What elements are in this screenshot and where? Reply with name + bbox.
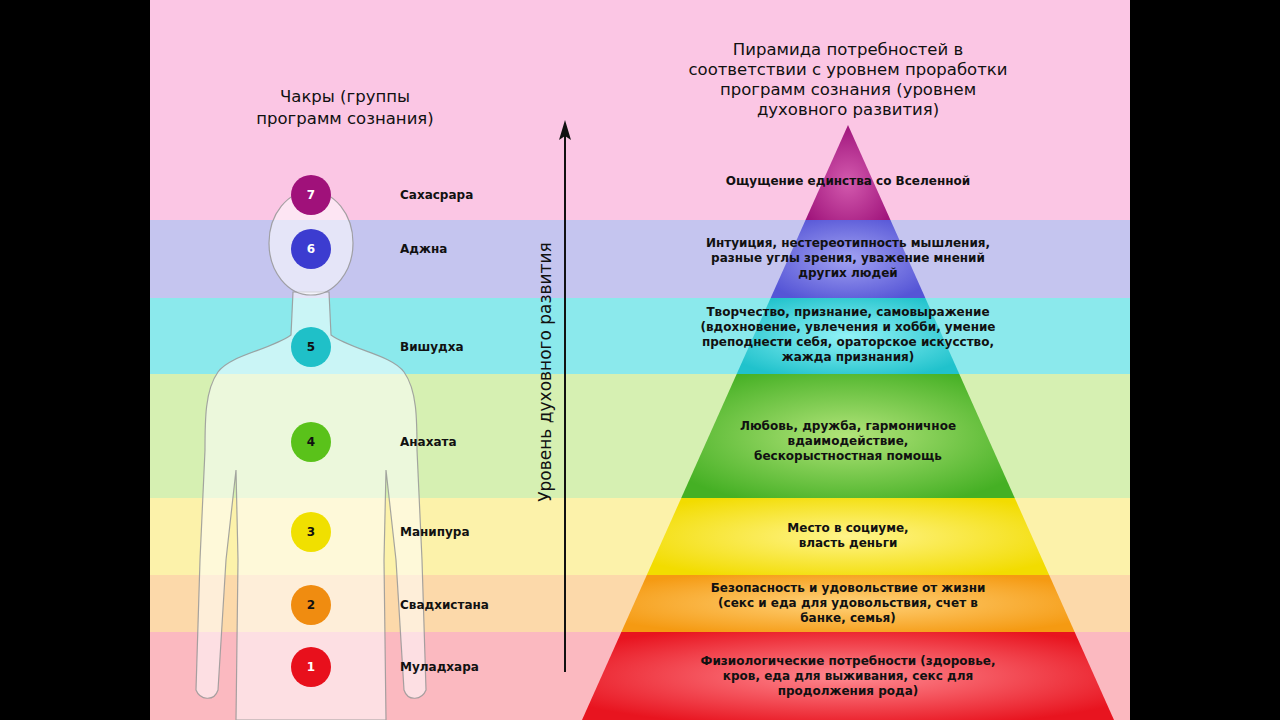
chakra-name: Вишудха xyxy=(400,340,464,354)
chakra-circle: 6Аджна xyxy=(291,229,331,269)
need-text: Место в социуме, власть деньги xyxy=(773,521,923,551)
pyramid-segment xyxy=(681,374,1015,498)
chakra-name: Аджна xyxy=(400,242,447,256)
pyramid-level: Интуиция, нестереотипность мышления, раз… xyxy=(582,220,1114,298)
chakra-name: Манипура xyxy=(400,525,470,539)
side-bar xyxy=(1130,0,1280,720)
chakra-number: 7 xyxy=(291,175,331,215)
pyramid-segment xyxy=(582,632,1114,720)
chakra-circle: 1Муладхара xyxy=(291,647,331,687)
need-text: Безопасность и удовольствие от жизни (се… xyxy=(698,581,998,626)
pyramid-segment xyxy=(806,125,891,220)
chakra-number: 3 xyxy=(291,512,331,552)
need-text: Физиологические потребности (здоровье, к… xyxy=(698,654,998,699)
chakra-number: 1 xyxy=(291,647,331,687)
chakra-name: Муладхара xyxy=(400,660,479,674)
chakra-circle: 7Сахасрара xyxy=(291,175,331,215)
side-bar xyxy=(0,0,150,720)
pyramid-level: Физиологические потребности (здоровье, к… xyxy=(582,632,1114,720)
pyramid-level: Место в социуме, власть деньги xyxy=(582,498,1114,575)
body-outline xyxy=(196,292,426,720)
chakra-name: Свадхистана xyxy=(400,598,489,612)
chakra-name: Анахата xyxy=(400,435,457,449)
pyramid-level: Творчество, признание, самовыражение (вд… xyxy=(582,298,1114,374)
column-title: Пирамида потребностей в соответствии с у… xyxy=(683,40,1013,120)
pyramid-level: Любовь, дружба, гармоничное вдаимодейств… xyxy=(582,374,1114,498)
chakra-number: 4 xyxy=(291,422,331,462)
arrow-head xyxy=(559,120,571,140)
pyramid-level: Ощущение единства со Вселенной xyxy=(582,125,1114,220)
pyramid-level: Безопасность и удовольствие от жизни (се… xyxy=(582,575,1114,632)
band xyxy=(150,0,1130,220)
chakra-circle: 2Свадхистана xyxy=(291,585,331,625)
chakra-number: 6 xyxy=(291,229,331,269)
pyramid-segment xyxy=(647,498,1049,575)
chakra-number: 2 xyxy=(291,585,331,625)
arrow-shaft xyxy=(564,132,566,672)
chakra-circle: 3Манипура xyxy=(291,512,331,552)
level-arrow xyxy=(559,120,571,672)
need-text: Ощущение единства со Вселенной xyxy=(698,174,998,189)
color-bands xyxy=(150,0,1130,720)
axis-label: Уровень духовного развития xyxy=(535,242,555,502)
pyramid-segment-shape xyxy=(582,125,1114,220)
need-text: Любовь, дружба, гармоничное вдаимодейств… xyxy=(733,419,963,464)
chakra-name: Сахасрара xyxy=(400,188,473,202)
pyramid-segment xyxy=(621,575,1074,632)
chakra-number: 5 xyxy=(291,327,331,367)
need-text: Творчество, признание, самовыражение (вд… xyxy=(688,305,1008,365)
chakra-circle: 4Анахата xyxy=(291,422,331,462)
column-title: Чакры (группы программ сознания) xyxy=(250,86,440,130)
human-silhouette xyxy=(196,191,426,720)
need-text: Интуиция, нестереотипность мышления, раз… xyxy=(693,236,1003,281)
chakra-circle: 5Вишудха xyxy=(291,327,331,367)
